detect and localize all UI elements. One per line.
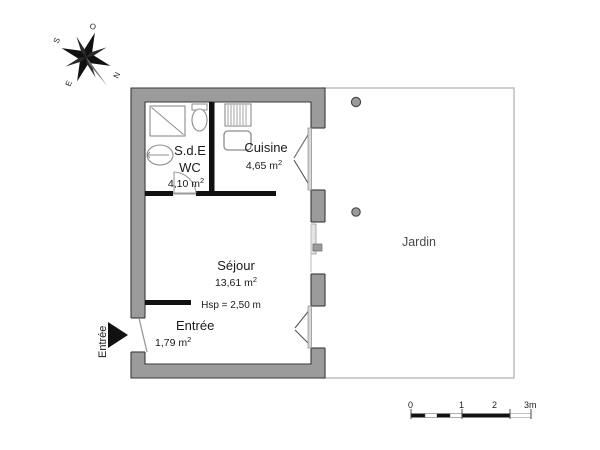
garden-marker-icon — [350, 96, 362, 108]
garden-label: Jardin — [402, 235, 436, 249]
compass-star-icon — [61, 32, 111, 87]
room-labels: S.d.E WC 4,10 m2 Cuisine 4,65 m2 Séjour … — [97, 140, 288, 358]
faucet-icon — [146, 151, 151, 159]
cooktop-icon — [224, 103, 252, 127]
bathroom-fixtures — [146, 103, 208, 166]
wall-openings — [130, 128, 326, 352]
room-area-cuisine: 4,65 m2 — [246, 158, 282, 173]
room-label-entree: Entrée — [176, 318, 214, 333]
shower-icon — [151, 107, 184, 135]
scale-bar: 0 1 2 3m — [408, 400, 537, 419]
kitchen-sink-icon — [223, 130, 252, 151]
room-label-sde: S.d.E — [174, 143, 206, 158]
opening-gap-lower-door — [310, 306, 326, 348]
garden-marker-icon — [351, 207, 361, 217]
room-label-wc: WC — [179, 160, 201, 175]
room-label-cuisine: Cuisine — [244, 140, 287, 155]
exterior-wall — [130, 87, 326, 379]
ceiling-height-label: Hsp = 2,50 m — [201, 300, 261, 311]
french-door-top — [293, 127, 325, 191]
scale-segment — [411, 413, 425, 418]
room-area-sejour: 13,61 m2 — [215, 275, 257, 290]
compass-letter-o: O — [88, 21, 97, 32]
threshold-line — [173, 192, 196, 195]
kitchen-fixtures — [223, 103, 252, 151]
toilet-icon — [191, 108, 208, 132]
door-frame — [307, 305, 312, 349]
interior-walls — [145, 102, 276, 305]
door-lower-right — [294, 305, 325, 349]
building-walls — [130, 87, 326, 379]
partition-wall-entry — [145, 300, 191, 305]
compass-letter-e: E — [64, 79, 74, 88]
sliding-panel — [312, 243, 323, 252]
scale-segment — [424, 413, 438, 418]
partition-wall-horizontal — [214, 191, 276, 196]
door-swing-arc — [173, 171, 197, 194]
scale-label-3: 3m — [524, 400, 537, 410]
room-area-sde: 4,10 m2 — [168, 176, 204, 191]
opening-gap-entrance — [130, 318, 146, 352]
scale-segment — [509, 413, 532, 418]
door-frame — [307, 127, 312, 191]
entrance-arrow-icon — [108, 322, 128, 348]
partition-wall-stub — [196, 191, 212, 196]
entrance-side-label: Entrée — [97, 326, 109, 358]
room-label-sejour: Séjour — [217, 258, 255, 273]
partition-wall-vertical — [209, 102, 215, 196]
entrance-door — [108, 317, 148, 353]
compass-rose: O S E N — [52, 21, 123, 88]
garden-boundary — [321, 87, 515, 379]
room-area-entree: 1,79 m2 — [155, 335, 191, 350]
compass-letter-s: S — [52, 36, 62, 45]
compass-letter-n: N — [112, 71, 123, 80]
scale-segment — [462, 413, 510, 418]
bathroom-door-swing — [173, 171, 197, 194]
scale-segment — [437, 413, 450, 418]
opening-gap-french-door — [310, 128, 326, 190]
scale-label-2: 2 — [492, 400, 497, 410]
sliding-door-middle — [310, 221, 325, 275]
garden-area: Jardin — [321, 87, 515, 379]
partition-wall-stub — [145, 191, 173, 196]
scale-label-1: 1 — [459, 400, 464, 410]
door-leaf — [138, 317, 148, 353]
scale-label-0: 0 — [408, 400, 413, 410]
scale-segment — [449, 413, 463, 418]
